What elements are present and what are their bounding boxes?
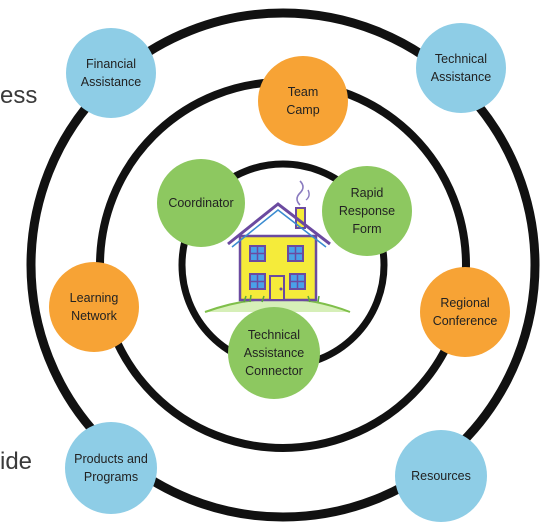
house-icon [227, 180, 331, 303]
node-technical-assistance: Technical Assistance [416, 23, 506, 113]
node-coordinator: Coordinator [157, 159, 245, 247]
outer-ring [26, 8, 540, 522]
node-financial-assistance: Financial Assistance [66, 28, 156, 118]
side-label-bottom: ide [0, 448, 33, 475]
node-technical-assistance-connector: Technical Assistance Connector [228, 307, 320, 399]
node-label: Regional Conference [432, 295, 498, 328]
node-regional-conference: Regional Conference [420, 267, 510, 357]
node-label: Technical Assistance Connector [243, 327, 305, 379]
node-label: Financial Assistance [80, 56, 142, 89]
node-learning-network: Learning Network [49, 262, 139, 352]
node-label: Resources [411, 468, 471, 483]
node-rapid-response-form: Rapid Response Form [322, 166, 412, 256]
node-label: Rapid Response Form [338, 185, 396, 237]
node-label: Coordinator [168, 195, 234, 210]
node-resources: Resources [395, 430, 487, 522]
node-team-camp: Team Camp [258, 56, 348, 146]
node-label: Products and Programs [74, 451, 148, 484]
node-label: Technical Assistance [430, 51, 492, 84]
side-label-top: ess [0, 82, 38, 109]
node-label: Learning Network [69, 290, 119, 323]
node-label: Team Camp [286, 84, 320, 117]
node-products-and-programs: Products and Programs [65, 422, 157, 514]
